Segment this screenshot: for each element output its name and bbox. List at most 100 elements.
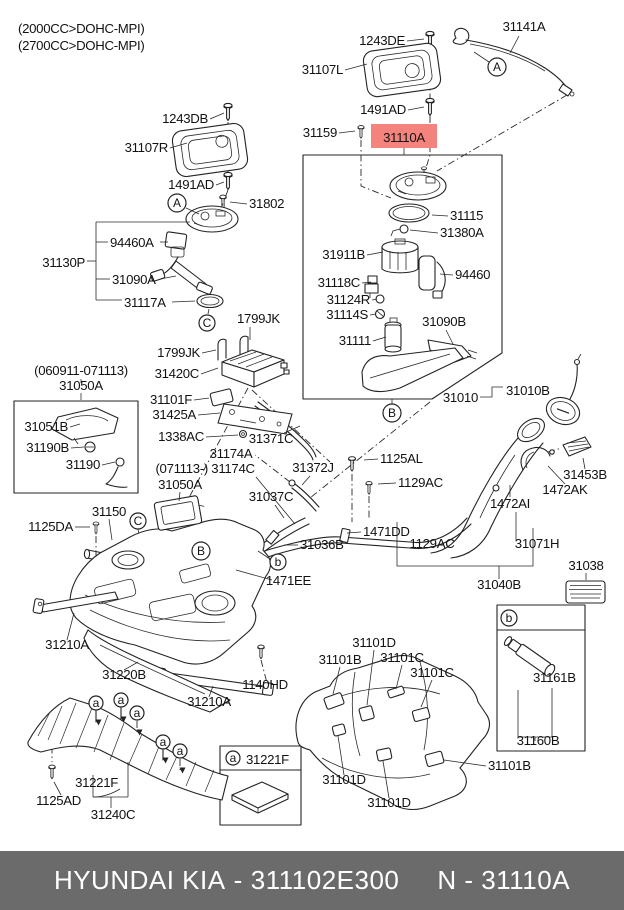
connector-31380A-art: [390, 224, 409, 237]
catalog-footer-banner: HYUNDAI KIA - 311102E300 N - 31110A: [0, 851, 624, 910]
part-label-31161B: 31161B: [533, 670, 576, 685]
part-label-1799JK: 1799JK: [237, 311, 280, 326]
legend-pad-31221F-art: [231, 781, 289, 814]
part-label-31010B: 31010B: [506, 383, 550, 398]
part-label-31453B: 31453B: [563, 467, 607, 482]
part-label-1243DB: 1243DB: [162, 111, 208, 126]
part-label-1491AD: 1491AD: [168, 177, 214, 192]
part-labels: (2000CC>DOHC-MPI)(2700CC>DOHC-MPI)1243DB…: [18, 19, 608, 822]
part-label-31101B: 31101B: [319, 652, 362, 667]
part-label-31040B: 31040B: [477, 577, 521, 592]
footer-separator: -: [233, 865, 243, 895]
part-label-1125AL: 1125AL: [380, 451, 423, 466]
part-label-31090B: 31090B: [422, 314, 466, 329]
footer-make: HYUNDAI KIA: [53, 865, 226, 895]
tank-shield-31220B-art: [83, 629, 231, 713]
part-label-1243DE: 1243DE: [359, 33, 405, 48]
part-label-31117A: 31117A: [124, 295, 166, 310]
callout-circle-A: [167, 193, 187, 213]
part-label-31090A: 31090A: [112, 272, 156, 287]
part-label-31110A: 31110A: [383, 130, 425, 145]
part-label-31160B: 31160B: [517, 733, 560, 748]
callout-letter-a: a: [134, 706, 141, 720]
grommet-31190B-art: [84, 441, 96, 453]
callout-letter-a: a: [160, 735, 167, 749]
valve-31453B-art: [562, 436, 592, 457]
callout-circle-C: [129, 512, 147, 530]
callout-circle-C: [198, 314, 216, 332]
fuel-caution-sticker-31038: [565, 573, 606, 604]
part-label-31101C: 31101C: [410, 665, 454, 680]
part-label-31220B: 31220B: [102, 667, 146, 682]
sender-bracket-94460A-art: [150, 231, 188, 282]
part-label-1125AD: 1125AD: [36, 793, 81, 808]
part-label-31371C: 31371C: [249, 431, 294, 446]
pad-position-arrows: [95, 707, 186, 774]
part-label-071113-: (071113-): [155, 461, 208, 476]
part-label-31802: 31802: [249, 196, 284, 211]
part-label-31010: 31010: [443, 390, 478, 405]
part-label-31124R: 31124R: [327, 292, 370, 307]
callout-circle-a: [88, 695, 104, 711]
part-label-31118C: 31118C: [318, 275, 361, 290]
part-label-31425A: 31425A: [152, 407, 196, 422]
callout-circle-B: [382, 403, 402, 423]
nut-1338AC-art: [238, 429, 248, 439]
callout-circle-a: [172, 743, 188, 759]
suction-strainer-art: [361, 347, 464, 393]
callout-letter-C: C: [134, 514, 143, 528]
part-label-31174C: 31174C: [211, 461, 255, 476]
hose-legend-box: [496, 604, 586, 752]
part-label-31114S: 31114S: [326, 307, 368, 322]
pad-31101F-art: [209, 388, 234, 407]
canister-31420C-art: [221, 349, 290, 388]
breather-hose-1472AK-art: [492, 446, 555, 492]
part-label-1471EE: 1471EE: [266, 573, 312, 588]
callout-circle-b: [269, 553, 287, 571]
leader-lines: [53, 35, 586, 808]
fuel-tube-31141A-art: [452, 27, 575, 97]
tank-pad-view-art: [295, 655, 491, 811]
callout-circle-a: [225, 750, 241, 766]
part-label-31380A: 31380A: [440, 225, 484, 240]
part-label-31240C: 31240C: [91, 807, 136, 822]
pump-plate-31110A-art: [389, 171, 447, 201]
part-label-94460A: 94460A: [110, 235, 154, 250]
part-label-31101D: 31101D: [367, 795, 410, 810]
reservoir-31911B-art: [381, 238, 419, 274]
part-label-31190B: 31190B: [26, 440, 69, 455]
callout-letter-B: B: [388, 406, 396, 420]
service-cover-left-art: [171, 122, 249, 178]
footer-ref-number: N - 31110A: [437, 865, 571, 895]
tank-strap-left-31210A-art: [32, 591, 119, 614]
callout-letter-B: B: [197, 544, 205, 558]
part-label-31101D: 31101D: [352, 635, 395, 650]
part-label-31101B: 31101B: [488, 758, 531, 773]
part-label-31038: 31038: [568, 558, 603, 573]
part-label-31101D: 31101D: [322, 772, 365, 787]
part-label-31210A: 31210A: [187, 694, 231, 709]
valve-31114S-art: [374, 308, 386, 320]
callout-circle-B: [191, 541, 211, 561]
part-label-31150: 31150: [92, 504, 126, 519]
valve-31118C-art: [364, 275, 379, 298]
callout-circle-a: [129, 705, 145, 721]
callout-letter-A: A: [173, 196, 181, 210]
callout-circle-a: [113, 692, 129, 708]
callout-circle-a: [155, 734, 171, 750]
part-label-1129AC: 1129AC: [398, 475, 444, 490]
fuel-filter-31111-art: [384, 317, 402, 353]
pump-assembly-box: [302, 154, 503, 400]
part-label-31050A: 31050A: [59, 378, 103, 393]
tube-31372J-art: [288, 479, 320, 512]
part-label-31210A: 31210A: [45, 637, 89, 652]
callout-letter-A: A: [493, 60, 501, 74]
footer-part-number: 311102E300: [250, 865, 400, 895]
exploded-parts-diagram: (2000CC>DOHC-MPI)(2700CC>DOHC-MPI)1243DB…: [13, 19, 608, 826]
part-label-31141A: 31141A: [503, 19, 546, 34]
part-label-31159: 31159: [303, 125, 337, 140]
part-label-31101C: 31101C: [380, 650, 424, 665]
part-label-1799JK: 1799JK: [157, 345, 200, 360]
